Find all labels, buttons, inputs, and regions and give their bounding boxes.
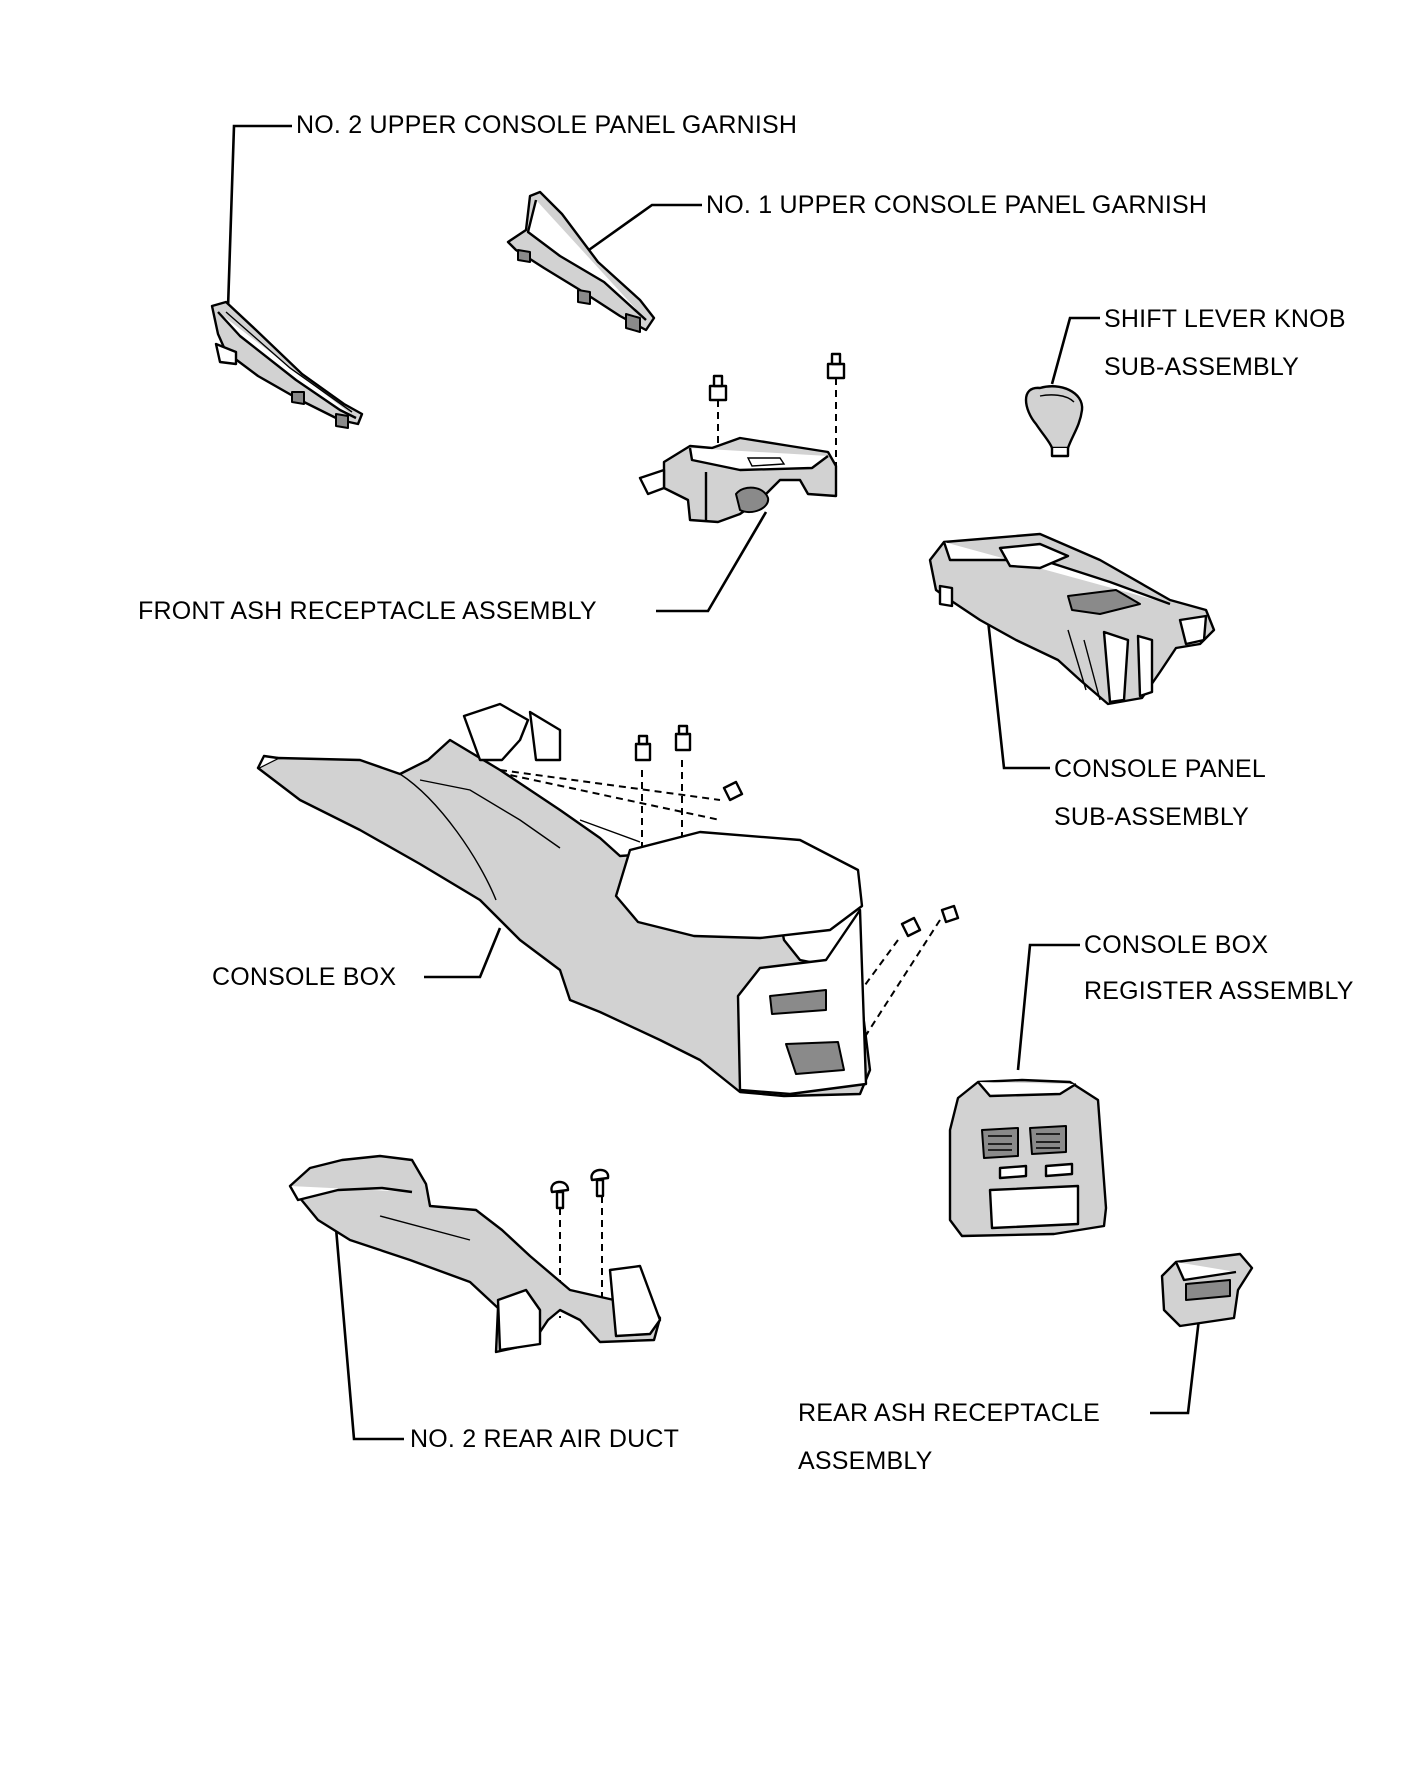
label-front-ash: FRONT ASH RECEPTACLE ASSEMBLY (138, 597, 597, 625)
label-no2-upper-garnish: NO. 2 UPPER CONSOLE PANEL GARNISH (296, 111, 798, 139)
no2-upper-garnish-part (210, 300, 364, 429)
label-console-panel-line2: SUB-ASSEMBLY (1054, 803, 1250, 831)
no2-rear-air-duct-part (288, 1154, 662, 1354)
leader-air-duct (334, 1227, 404, 1441)
leader-front-ash (656, 511, 768, 613)
label-register-line1: CONSOLE BOX (1084, 931, 1269, 959)
label-no1-upper-garnish: NO. 1 UPPER CONSOLE PANEL GARNISH (706, 191, 1208, 219)
leader-shift-knob (1050, 316, 1100, 385)
console-panel-part (928, 532, 1216, 706)
shift-lever-knob-part (1024, 385, 1084, 458)
label-rear-ash-line1: REAR ASH RECEPTACLE (798, 1399, 1101, 1427)
label-console-box: CONSOLE BOX (212, 963, 397, 991)
label-shift-knob-line1: SHIFT LEVER KNOB (1104, 305, 1346, 333)
label-shift-knob-line2: SUB-ASSEMBLY (1104, 353, 1300, 381)
leader-console-panel (986, 619, 1050, 770)
console-box-part (256, 702, 960, 1098)
no1-upper-garnish-part (506, 190, 656, 333)
leader-no1-upper-garnish (585, 203, 702, 254)
front-ash-receptacle-part (638, 352, 846, 524)
label-air-duct: NO. 2 REAR AIR DUCT (410, 1425, 680, 1453)
console-box-register-part (948, 1078, 1108, 1238)
leader-lines (226, 124, 1202, 1441)
label-rear-ash-line2: ASSEMBLY (798, 1447, 933, 1475)
leader-console-box (424, 927, 502, 979)
leader-no2-upper-garnish (226, 124, 292, 309)
rear-ash-receptacle-part (1160, 1252, 1254, 1328)
label-register-line2: REGISTER ASSEMBLY (1084, 977, 1354, 1005)
label-console-panel-line1: CONSOLE PANEL (1054, 755, 1266, 783)
leader-register (1016, 943, 1080, 1071)
leader-rear-ash (1150, 1309, 1202, 1415)
